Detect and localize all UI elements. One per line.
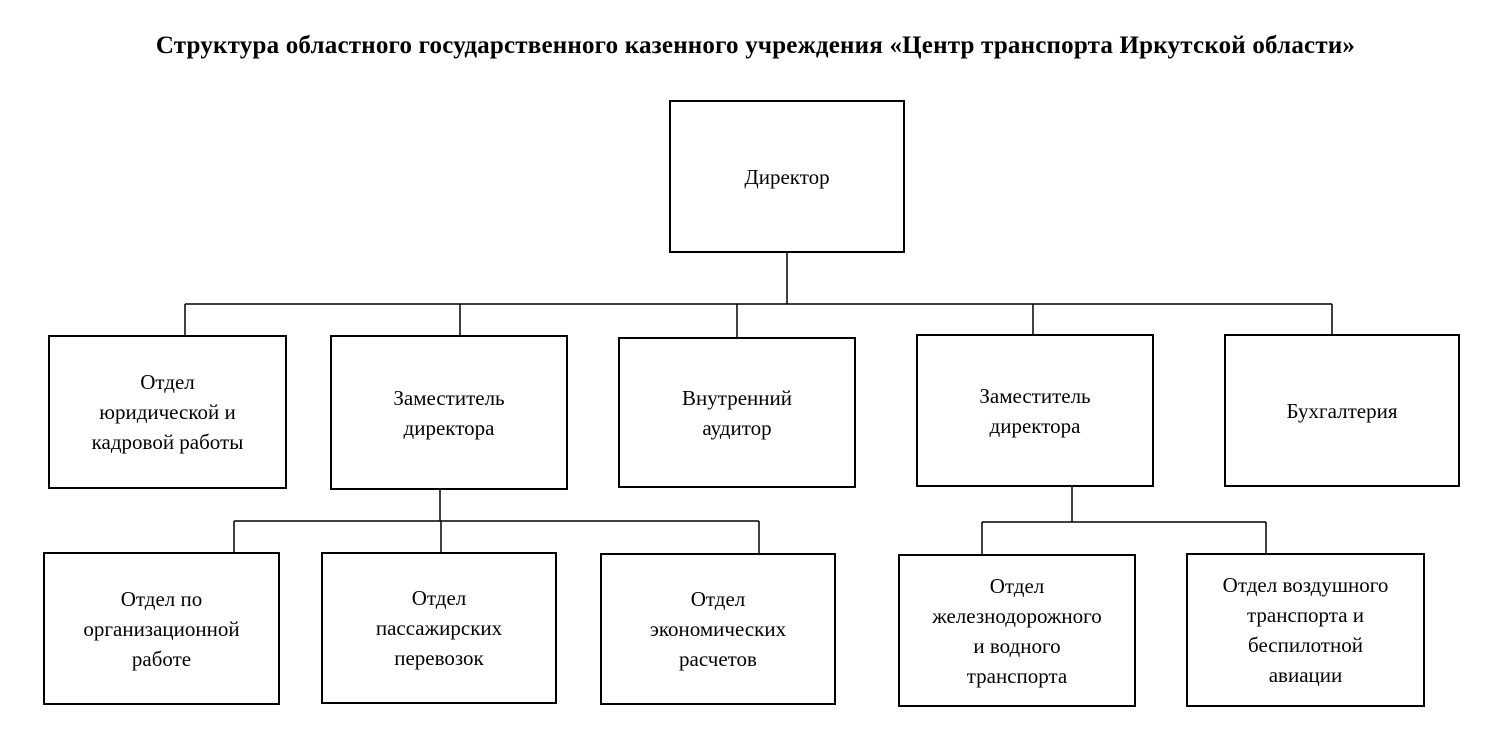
connector-deputy2-to-departments: [981, 487, 1267, 554]
org-node-deputy-director-1-label: Заместитель директора: [393, 385, 505, 440]
org-node-internal-auditor-label: Внутренний аудитор: [682, 385, 792, 440]
org-node-economic-calculations-department: Отдел экономических расчетов: [600, 553, 836, 705]
connector-director-to-level2: [184, 253, 1333, 337]
org-node-passenger-transport-department: Отдел пассажирских перевозок: [321, 552, 557, 704]
org-node-accounting: Бухгалтерия: [1224, 334, 1460, 487]
org-node-railway-water-transport-label: Отдел железнодорожного и водного транспо…: [932, 573, 1102, 688]
org-node-passenger-transport-label: Отдел пассажирских перевозок: [375, 586, 503, 670]
connector-deputy1-to-departments: [233, 490, 760, 553]
org-node-legal-hr-department: Отдел юридической и кадровой работы: [48, 335, 287, 489]
org-node-director: Директор: [669, 100, 905, 253]
org-node-deputy-director-1: Заместитель директора: [330, 335, 568, 490]
org-node-railway-water-transport-department: Отдел железнодорожного и водного транспо…: [898, 554, 1136, 707]
org-node-internal-auditor: Внутренний аудитор: [618, 337, 856, 488]
org-node-organizational-work-label: Отдел по организационной работе: [83, 586, 240, 671]
diagram-title: Структура областного государственного ка…: [155, 32, 1356, 59]
org-node-accounting-label: Бухгалтерия: [1286, 398, 1398, 423]
org-node-air-transport-uav-department: Отдел воздушного транспорта и беспилотно…: [1186, 553, 1425, 707]
org-node-legal-hr-label: Отдел юридической и кадровой работы: [91, 370, 244, 454]
org-node-organizational-work-department: Отдел по организационной работе: [43, 552, 280, 705]
org-node-economic-calculations-label: Отдел экономических расчетов: [649, 587, 787, 671]
org-node-air-transport-uav-label: Отдел воздушного транспорта и беспилотно…: [1222, 573, 1389, 687]
org-node-deputy-director-2-label: Заместитель директора: [979, 383, 1091, 438]
org-node-director-label: Директор: [744, 164, 830, 189]
org-node-deputy-director-2: Заместитель директора: [916, 334, 1154, 487]
